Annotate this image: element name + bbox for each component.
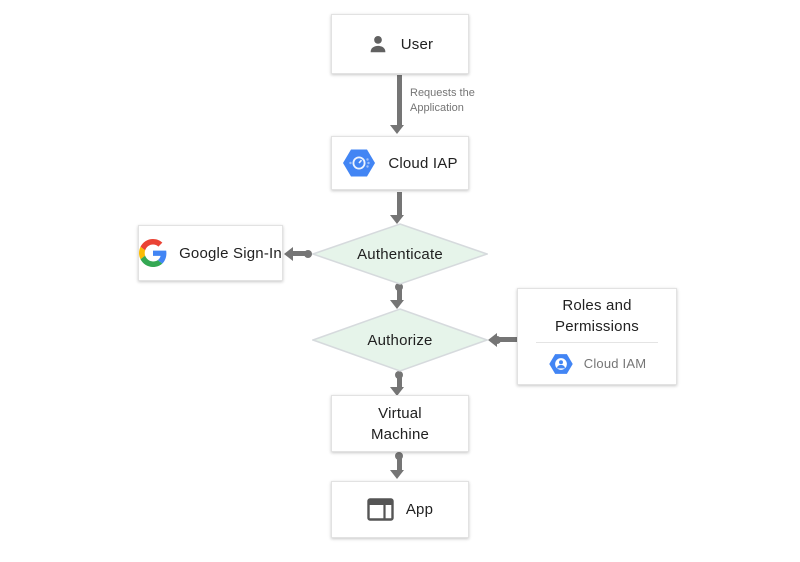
roles-permissions-line2: Permissions	[555, 317, 639, 335]
edge-authorize-to-vm-arrowhead-icon	[390, 387, 404, 396]
node-user: User	[331, 14, 469, 74]
edge-iap-to-authenticate-arrowhead-icon	[390, 215, 404, 224]
google-g-icon	[139, 239, 167, 267]
edge-label-line2: Application	[410, 102, 464, 114]
edge-authenticate-to-google-dot	[304, 250, 312, 258]
edge-vm-to-app-line	[397, 456, 402, 470]
edge-iap-to-authenticate-line	[397, 192, 402, 215]
node-virtual-machine-line2: Machine	[370, 425, 430, 443]
cloud-iam-label: Cloud IAM	[583, 356, 647, 371]
gcp-iam-hexagon-icon	[549, 353, 573, 374]
edge-authenticate-to-authorize-line	[397, 287, 402, 301]
authenticate-diamond-shape	[312, 223, 488, 285]
roles-permissions-line1: Roles and	[562, 296, 632, 314]
gcp-iap-hexagon-icon	[343, 149, 376, 177]
edge-user-to-iap-line	[397, 75, 402, 125]
node-google-sign-in-label: Google Sign-In	[179, 244, 282, 262]
edge-authenticate-to-authorize-arrowhead-icon	[390, 300, 404, 309]
edge-label-line1: Requests the	[410, 87, 475, 99]
cloud-iam-row: Cloud IAM	[548, 343, 647, 384]
edge-authenticate-to-google-arrowhead-icon	[284, 247, 293, 261]
node-virtual-machine-line1: Virtual	[378, 404, 422, 422]
roles-permissions-title: Roles and Permissions	[555, 289, 639, 342]
node-roles-permissions: Roles and Permissions Cloud IAM	[517, 288, 677, 385]
node-authorize-label: Authorize	[367, 331, 433, 349]
edge-user-to-iap-arrowhead-icon	[390, 125, 404, 134]
node-authenticate-label: Authenticate	[357, 245, 443, 263]
node-authenticate: Authenticate	[312, 223, 488, 285]
node-app: App	[331, 481, 469, 538]
person-icon	[370, 36, 386, 53]
node-app-label: App	[405, 501, 434, 518]
edge-roles-to-authorize-line	[497, 337, 517, 342]
node-virtual-machine: Virtual Machine	[331, 395, 469, 452]
authorize-diamond-shape	[312, 308, 488, 372]
node-cloud-iap-label: Cloud IAP	[388, 154, 458, 172]
node-google-sign-in: Google Sign-In	[138, 225, 283, 281]
roles-permissions-divider	[536, 342, 658, 343]
node-cloud-iap: Cloud IAP	[331, 136, 469, 190]
edge-authorize-to-vm-line	[397, 375, 402, 387]
node-user-label: User	[400, 35, 434, 53]
edge-vm-to-app-arrowhead-icon	[390, 470, 404, 479]
edge-authenticate-to-google-line	[292, 251, 308, 256]
app-window-icon	[367, 498, 394, 521]
edge-user-to-iap-label: Requests the Application	[410, 86, 475, 116]
node-authorize: Authorize	[312, 308, 488, 372]
edge-roles-to-authorize-arrowhead-icon	[488, 333, 497, 347]
